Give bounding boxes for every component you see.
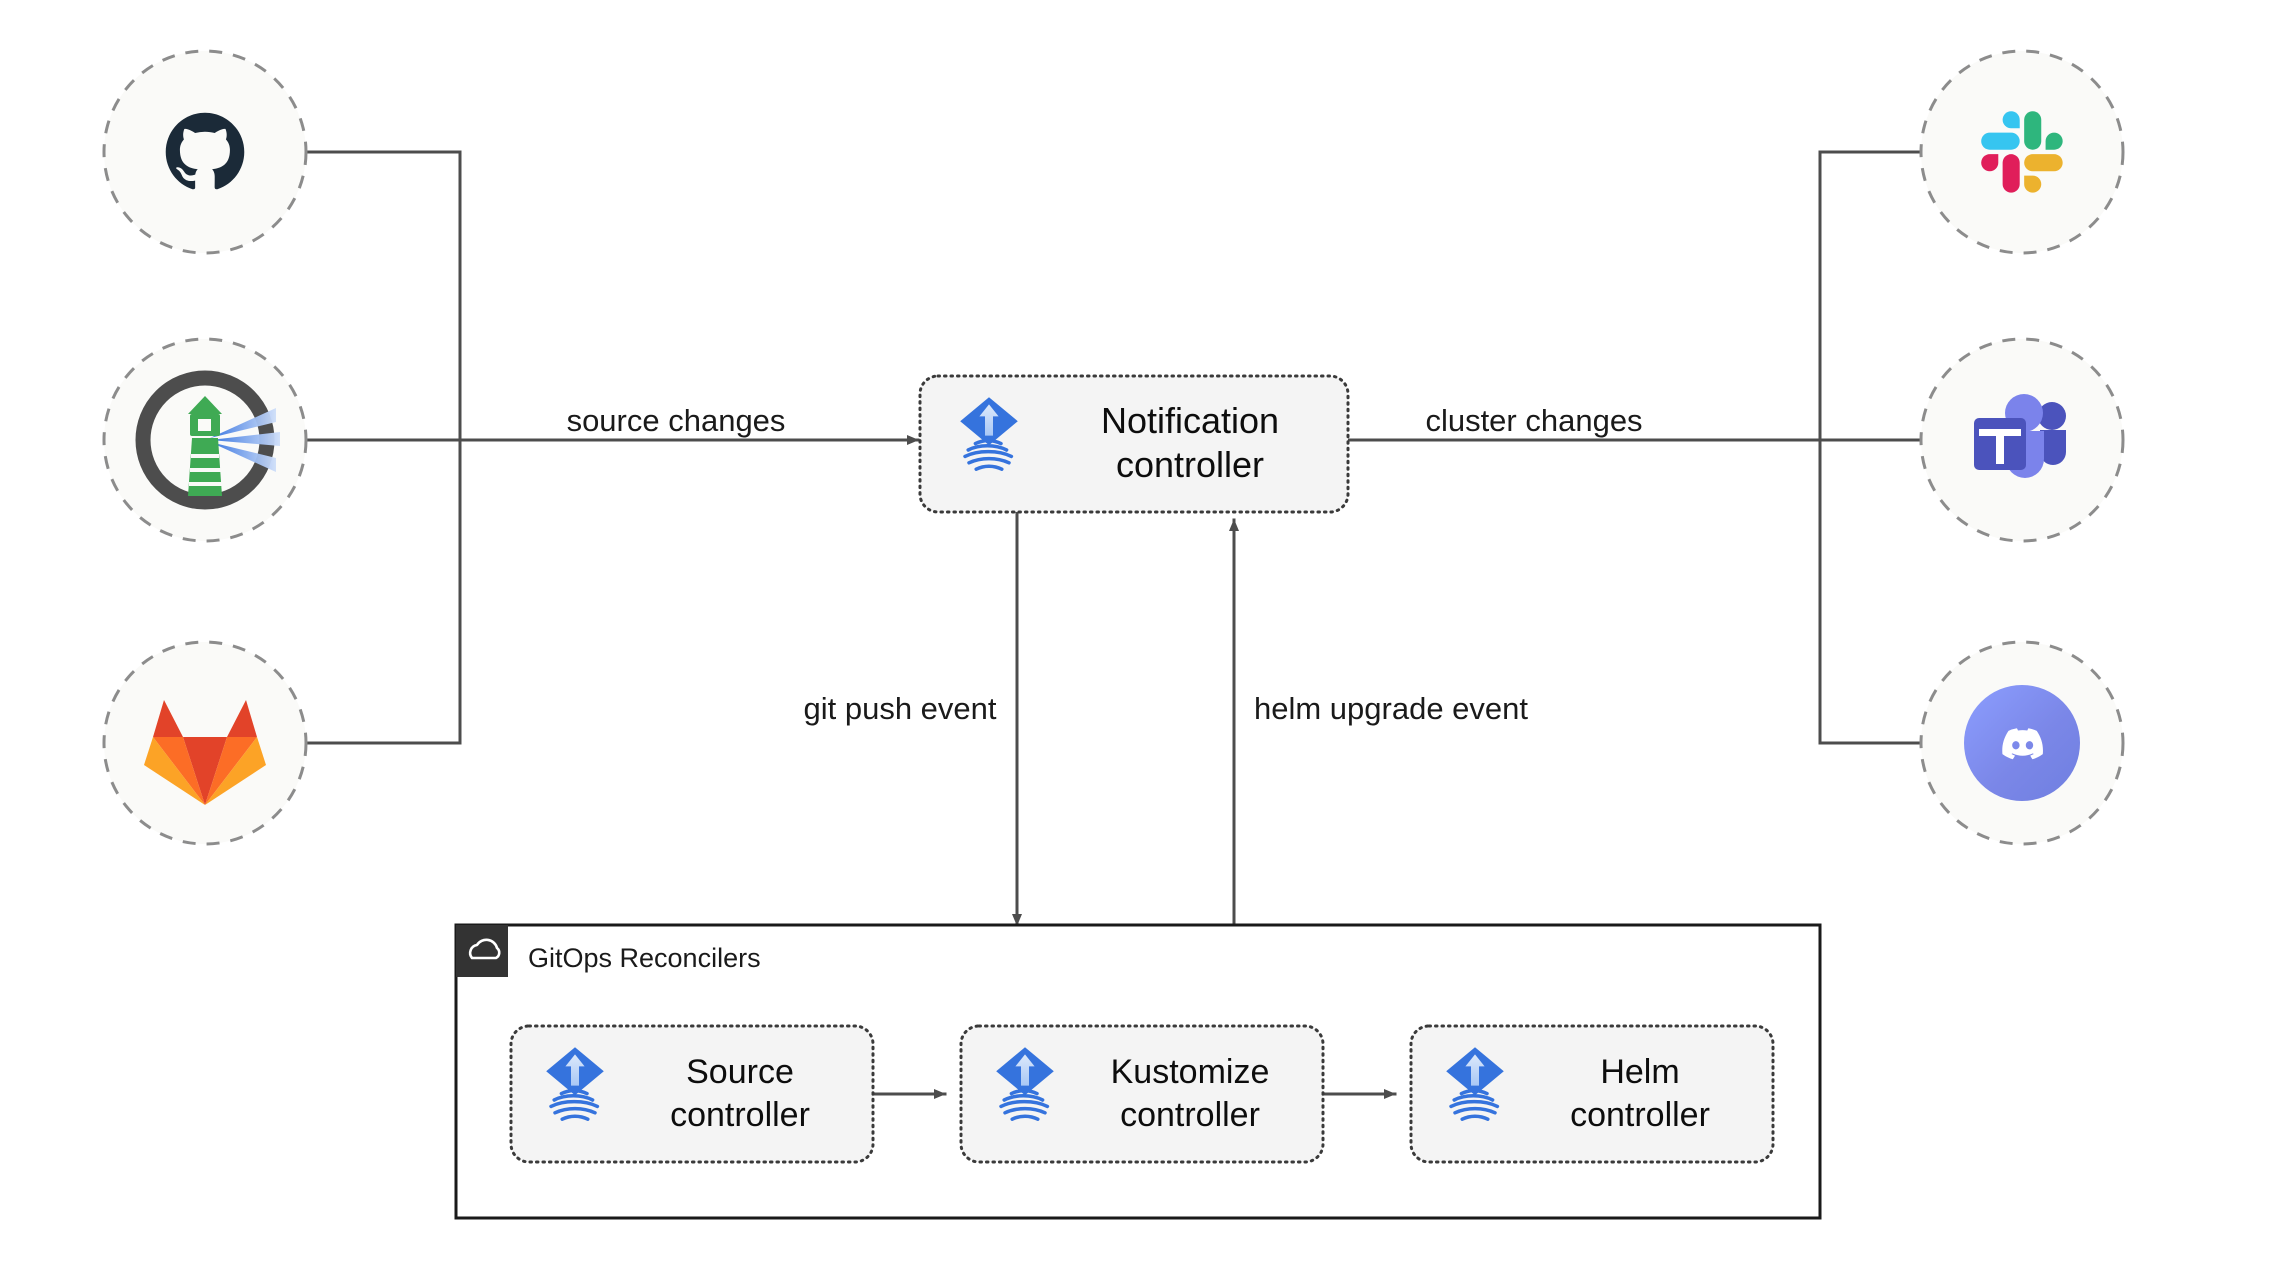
slack-node-circle — [1919, 49, 2125, 255]
notification-controller-label-line1: Notification — [1101, 400, 1279, 441]
edge-label-git-push-event: git push event — [803, 691, 996, 726]
source-controller-label-line2: controller — [670, 1096, 810, 1134]
edge-label-layer: source changes cluster changes git push … — [567, 403, 1643, 726]
destination-node-discord[interactable] — [1919, 640, 2125, 846]
edge-label-helm-upgrade-event: helm upgrade event — [1254, 691, 1528, 726]
gitops-reconcilers-group: GitOps Reconcilers Source controller Kus… — [454, 923, 1822, 1220]
notification-controller-label-line2: controller — [1116, 444, 1264, 485]
microsoft-teams-icon — [1974, 394, 2066, 478]
cloud-icon — [468, 938, 501, 960]
gitops-group-border — [454, 923, 1822, 1220]
source-controller-box — [509, 1024, 875, 1164]
destination-node-slack[interactable] — [1919, 49, 2125, 255]
source-node-gitlab[interactable] — [102, 640, 308, 846]
github-node-circle — [102, 49, 308, 255]
github-icon — [165, 112, 245, 190]
edge-notification-to-destinations — [1346, 147, 1949, 748]
source-node-github[interactable] — [102, 49, 308, 255]
edge-sources-to-notification — [271, 150, 920, 745]
discord-icon — [1964, 685, 2080, 801]
kustomize-controller-node[interactable]: Kustomize controller — [959, 1024, 1325, 1164]
edge-layer — [271, 147, 1949, 1099]
kustomize-controller-box — [959, 1024, 1325, 1164]
source-controller-label-line1: Source — [686, 1053, 794, 1091]
helm-controller-label-line1: Helm — [1600, 1053, 1679, 1091]
helm-controller-label-line2: controller — [1570, 1096, 1710, 1134]
destination-node-teams[interactable] — [1919, 337, 2125, 543]
source-node-flux[interactable] — [102, 337, 308, 543]
gitops-group-title: GitOps Reconcilers — [528, 943, 761, 973]
slack-icon — [1981, 111, 2063, 193]
kustomize-controller-label-line1: Kustomize — [1111, 1053, 1270, 1091]
helm-controller-node[interactable]: Helm controller — [1409, 1024, 1775, 1164]
flux-lighthouse-icon — [135, 370, 280, 510]
source-controller-node[interactable]: Source controller — [509, 1024, 875, 1164]
helm-controller-box — [1409, 1024, 1775, 1164]
notification-controller-box — [918, 374, 1350, 514]
gitlab-icon — [144, 700, 266, 805]
edge-label-cluster-changes: cluster changes — [1425, 403, 1642, 438]
kustomize-controller-label-line2: controller — [1120, 1096, 1260, 1134]
notification-controller-node[interactable]: Notification controller — [918, 374, 1350, 514]
edge-label-source-changes: source changes — [567, 403, 786, 438]
